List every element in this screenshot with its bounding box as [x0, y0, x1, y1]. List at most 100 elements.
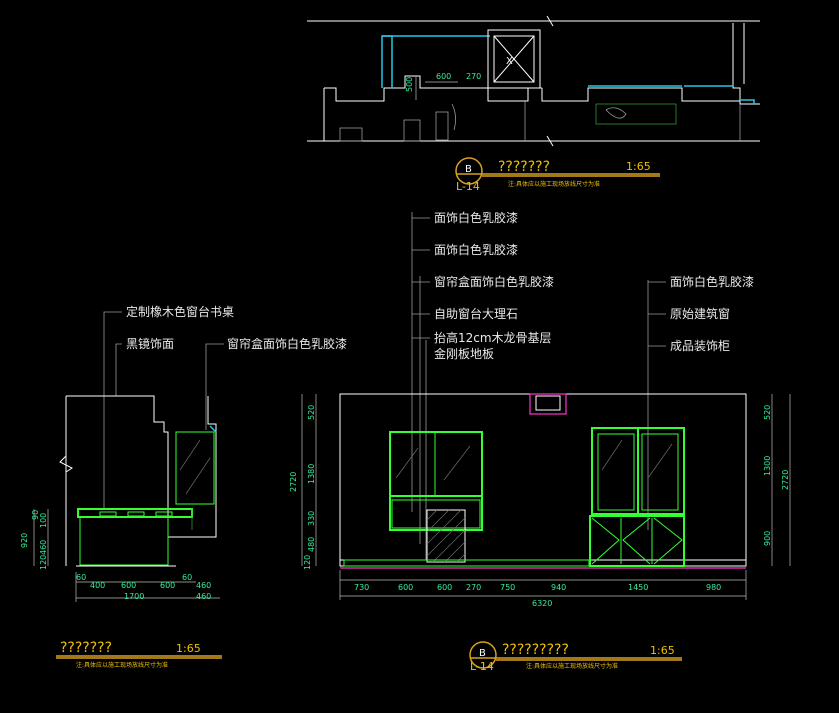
main-tag-ref: L-14 [470, 660, 494, 673]
main-vdim-right-1: 520 [763, 405, 772, 420]
section-break-bottom [546, 135, 554, 147]
left-dim-5: 60 [182, 573, 192, 582]
main-curtain-box [529, 393, 567, 415]
top-view-scale: 1:65 [626, 160, 651, 173]
left-leader-mirror [115, 343, 122, 396]
left-desk-drawer-1 [99, 511, 117, 517]
plan-column-inner [493, 35, 535, 83]
main-window-right-pane-2 [641, 433, 679, 511]
main-vdim-right-total: 2720 [781, 470, 790, 490]
main-dim-2: 600 [398, 583, 413, 592]
left-window [175, 431, 215, 505]
left-wall-break [59, 455, 73, 473]
plan-column-x2 [493, 35, 535, 83]
plan-sideboard-deco [605, 107, 627, 119]
main-window-right-glass-2 [647, 443, 673, 479]
main-cabinet-right [589, 515, 685, 567]
left-dim-2: 400 [90, 581, 105, 590]
section-break-top [546, 15, 554, 27]
main-dim-3: 600 [437, 583, 452, 592]
top-tag-circle [455, 157, 483, 185]
main-dim-8: 980 [706, 583, 721, 592]
main-label-left-1: 面饰白色乳胶漆 [434, 210, 518, 225]
top-tag-letter: B [465, 164, 472, 175]
left-vdim-120: 120 [39, 555, 48, 570]
main-label-right-2: 原始建筑窗 [670, 306, 730, 321]
main-label-left-4: 自助窗台大理石 [434, 306, 518, 321]
left-vdim-100: 100 [39, 513, 48, 528]
plan-column [487, 29, 541, 89]
left-window-glass-2 [185, 457, 211, 495]
main-hatched-cabinet-hatching [426, 509, 466, 563]
main-floor-bench [343, 559, 590, 567]
main-label-left-3: 窗帘盒面饰白色乳胶漆 [434, 274, 554, 289]
main-vdim-right-2: 1300 [763, 456, 772, 476]
top-view-note: 注:具体应以施工现场放线尺寸为准 [508, 180, 600, 188]
main-view-note: 注:具体应以施工现场放线尺寸为准 [526, 662, 618, 670]
plan-sideboard [595, 103, 677, 125]
left-vdim-920: 920 [20, 533, 29, 548]
main-tag-letter: B [479, 648, 486, 659]
main-hatched-cabinet [426, 509, 466, 563]
main-window-right-pane-1 [597, 433, 635, 511]
main-dim-total: 6320 [532, 599, 552, 608]
main-window-left-glass-2 [443, 445, 471, 481]
left-desk-drawer-2 [127, 511, 145, 517]
left-dim-3: 600 [121, 581, 136, 590]
top-plan-view: X 600 270 500 B L-14 ??????? 1:65 注:具体应以… [307, 15, 760, 193]
main-window-left-lower [391, 499, 481, 529]
main-view-scale: 1:65 [650, 644, 675, 657]
left-view-scale: 1:65 [176, 642, 201, 655]
main-vdim-left-4: 480 [307, 537, 316, 552]
plan-wall-right [732, 23, 760, 105]
main-tag-circle [469, 641, 497, 669]
main-view-title: ????????? [502, 642, 569, 658]
left-label-desk: 定制橡木色窗台书桌 [126, 304, 234, 319]
left-vdim-90: 90 [31, 510, 40, 520]
left-leader-curtain [205, 343, 224, 430]
main-vdim-left-5: 120 [303, 555, 312, 570]
left-label-curtain-box: 窗帘盒面饰白色乳胶漆 [227, 336, 347, 351]
plan-dim-270: 270 [466, 72, 481, 81]
left-desk-body [79, 516, 169, 566]
left-view-note: 注:具体应以施工现场放线尺寸为准 [76, 661, 168, 669]
plan-chair [339, 127, 363, 142]
plan-cabinet [403, 119, 421, 142]
left-wall-outline [66, 395, 217, 538]
main-label-left-6: 金刚板地板 [434, 346, 494, 361]
left-view-title: ??????? [60, 640, 112, 656]
left-dim-side: 460 [196, 592, 211, 601]
main-label-left-2: 面饰白色乳胶漆 [434, 242, 518, 257]
main-label-right-1: 面饰白色乳胶漆 [670, 274, 754, 289]
plan-window-right-end [740, 99, 755, 104]
main-dim-1: 730 [354, 583, 369, 592]
plan-dim-500: 500 [405, 77, 414, 92]
left-dim-1: 60 [76, 573, 86, 582]
main-window-left-glass-1 [395, 447, 419, 479]
plan-wall-outline-right [541, 87, 741, 102]
left-window-corner [209, 425, 217, 433]
top-view-title: ??????? [498, 159, 550, 175]
plan-lamp [435, 111, 449, 141]
main-elevation: 面饰白色乳胶漆 面饰白色乳胶漆 窗帘盒面饰白色乳胶漆 自助窗台大理石 抬高12c… [289, 210, 791, 673]
main-vdim-right-3: 900 [763, 531, 772, 546]
main-vdim-left-2: 1380 [307, 464, 316, 484]
main-vdim-left-total: 2720 [289, 472, 298, 492]
main-vdim-left-3: 330 [307, 511, 316, 526]
main-label-left-5: 抬高12cm木龙骨基层 [434, 330, 552, 345]
main-dim-5: 750 [500, 583, 515, 592]
left-vdim-460: 460 [39, 540, 48, 555]
left-dim-total: 1700 [124, 592, 144, 601]
main-vdim-left-1: 520 [307, 405, 316, 420]
main-window-left [389, 431, 483, 531]
main-cabinet-door-2 [622, 517, 651, 565]
left-leader-desk [103, 311, 122, 510]
left-elevation: 定制橡木色窗台书桌 黑镜饰面 窗帘盒面饰白色乳胶漆 60 400 600 600… [20, 304, 347, 669]
plan-dim-600: 600 [436, 72, 451, 81]
plan-wall-outline-left [324, 75, 542, 102]
main-dim-4: 270 [466, 583, 481, 592]
plan-window-left [381, 35, 393, 88]
left-label-mirror: 黑镜饰面 [126, 336, 174, 351]
left-dim-4: 600 [160, 581, 175, 590]
